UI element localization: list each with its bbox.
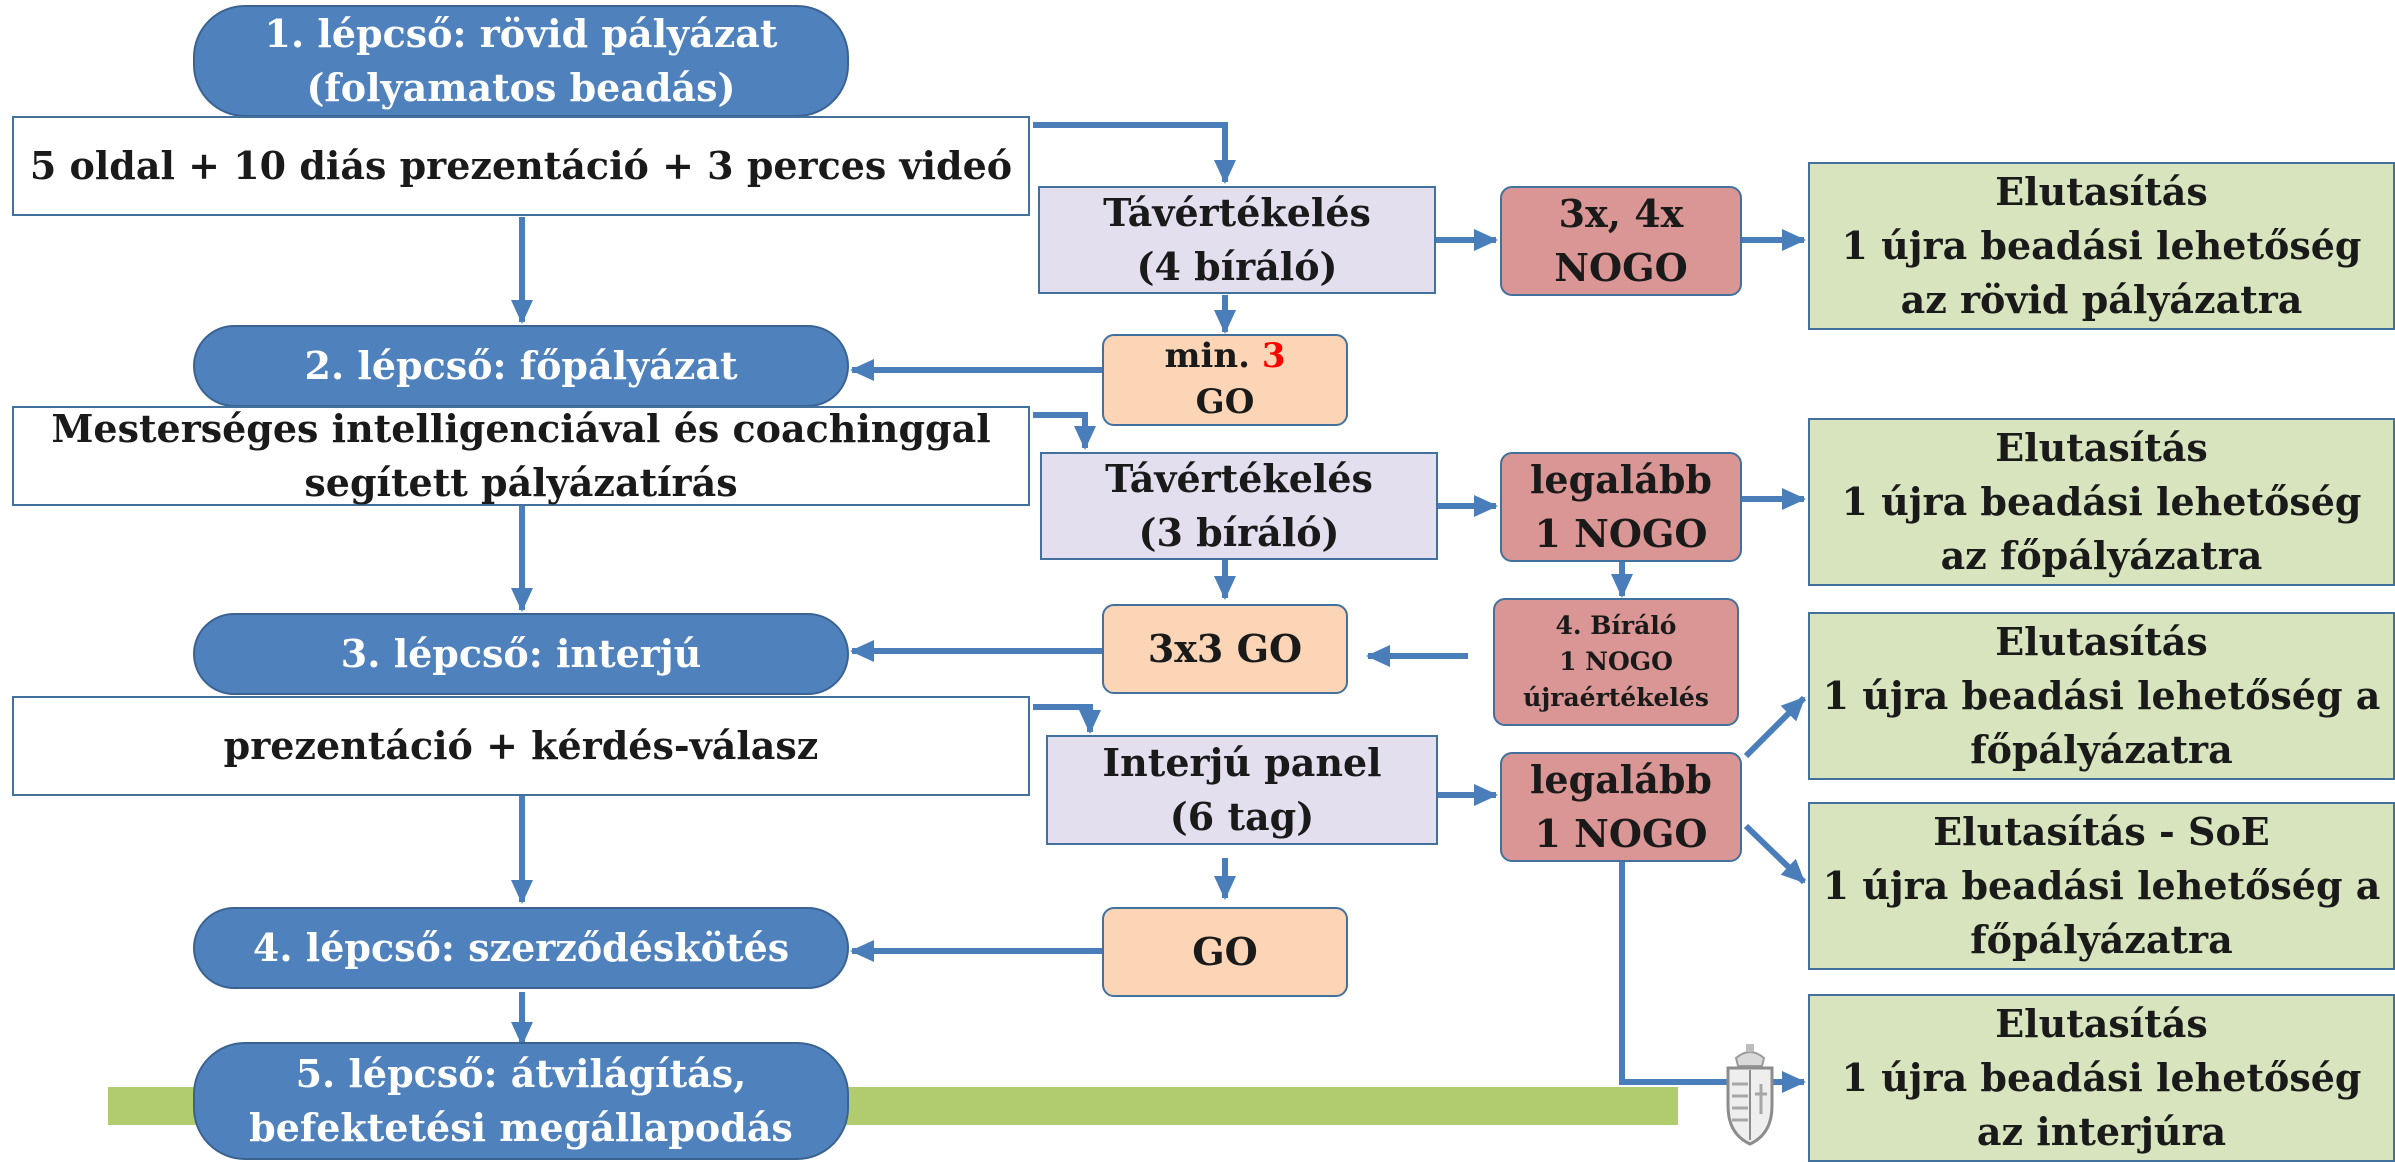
- rejection-main-application-a: Elutasítás 1 újra beadási lehetőség a fő…: [1808, 612, 2395, 780]
- rejection-short-application: Elutasítás 1 újra beadási lehetőség az r…: [1808, 162, 2395, 330]
- step-2: 2. lépcső: főpályázat: [193, 325, 849, 407]
- coat-of-arms-icon: [1726, 1044, 1774, 1146]
- evaluation-interview-panel: Interjú panel (6 tag): [1046, 735, 1438, 845]
- rejection-main-application: Elutasítás 1 újra beadási lehetőség az f…: [1808, 418, 2395, 586]
- go-accent-number: 3: [1261, 336, 1286, 377]
- go-box-3x3: 3x3 GO: [1102, 604, 1348, 694]
- nogo-box-at-least-1: legalább 1 NOGO: [1500, 452, 1742, 562]
- step-1: 1. lépcső: rövid pályázat (folyamatos be…: [193, 5, 849, 117]
- rejection-interview: Elutasítás 1 újra beadási lehetőség az i…: [1808, 994, 2395, 1162]
- step-4: 4. lépcső: szerződéskötés: [193, 907, 849, 989]
- description-interview: prezentáció + kérdés-válasz: [12, 696, 1030, 796]
- nogo-box-reevaluation: 4. Bíráló 1 NOGO újraértékelés: [1493, 598, 1739, 726]
- go-suffix: GO: [1195, 382, 1255, 422]
- go-prefix: min.: [1164, 336, 1262, 377]
- step-3: 3. lépcső: interjú: [193, 613, 849, 695]
- arrow-d2-to-e2: [1033, 412, 1096, 450]
- nogo-box-interview: legalább 1 NOGO: [1500, 752, 1742, 862]
- nogo-box-3x4x: 3x, 4x NOGO: [1500, 186, 1742, 296]
- description-short-application: 5 oldal + 10 diás prezentáció + 3 perces…: [12, 116, 1030, 216]
- description-main-application: Mesterséges intelligenciával és coaching…: [12, 406, 1030, 506]
- go-box-final: GO: [1102, 907, 1348, 997]
- evaluation-remote-3: Távértékelés (3 bíráló): [1040, 452, 1438, 560]
- rejection-soe: Elutasítás - SoE 1 újra beadási lehetősé…: [1808, 802, 2395, 970]
- step-5: 5. lépcső: átvilágítás, befektetési megá…: [193, 1042, 849, 1160]
- arrow-n4-to-r3: [1743, 695, 1807, 759]
- arrow-d1-to-e1: [1033, 122, 1236, 184]
- arrow-n4-to-r4: [1743, 823, 1807, 885]
- arrow-d3-to-e3: [1033, 704, 1101, 734]
- evaluation-remote-4: Távértékelés (4 bíráló): [1038, 186, 1436, 294]
